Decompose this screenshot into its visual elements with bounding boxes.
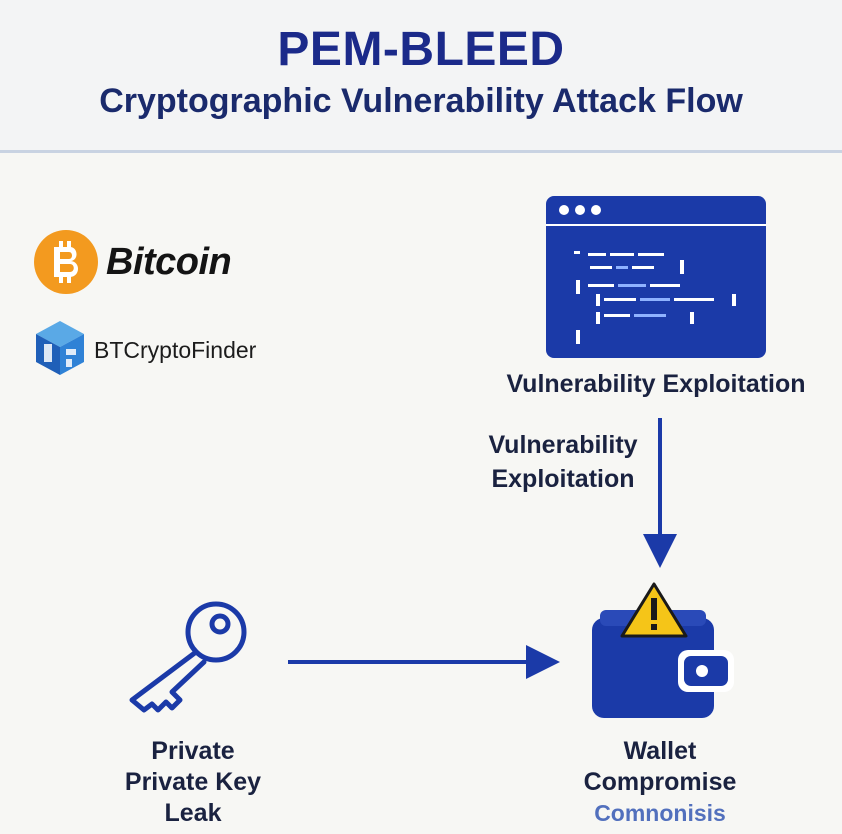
exploit-node-label: Vulnerability Exploitation xyxy=(506,370,806,398)
key-icon xyxy=(120,596,260,716)
key-node-label: Private Private Key Leak xyxy=(98,736,288,829)
btcryptofinder-logo: BTCryptoFinder xyxy=(34,318,256,382)
exploit-edge-label: Vulnerability Exploitation xyxy=(466,428,660,496)
wallet-label-line2: Compromise xyxy=(583,768,737,796)
header: PEM-BLEED Cryptographic Vulnerability At… xyxy=(0,0,842,150)
page-subtitle: Cryptographic Vulnerability Attack Flow xyxy=(99,82,743,120)
cube-logo-icon xyxy=(34,319,86,382)
exploit-edge-label-line2: Exploitation xyxy=(491,465,635,493)
key-label-line2: Private Key xyxy=(124,768,262,796)
wallet-label-line1: Wallet xyxy=(623,737,697,765)
bitcoin-wordmark: Bitcoin xyxy=(106,240,232,283)
exploit-edge-label-line1: Vulnerability xyxy=(488,431,638,459)
page-title: PEM-BLEED xyxy=(277,23,565,76)
bitcoin-icon xyxy=(34,230,98,294)
key-label-line3: Leak xyxy=(164,799,222,827)
code-window-icon xyxy=(546,196,766,358)
bitcoin-logo: Bitcoin xyxy=(34,228,232,296)
header-divider xyxy=(0,150,842,153)
arrow-key-to-wallet xyxy=(288,645,560,679)
wallet-node-label: Wallet Compromise Comnonisis xyxy=(560,736,760,829)
btcryptofinder-wordmark: BTCryptoFinder xyxy=(94,336,257,363)
key-label-line1: Private xyxy=(151,737,235,765)
wallet-warning-icon xyxy=(586,582,742,722)
wallet-label-line3: Comnonisis xyxy=(594,800,726,826)
arrow-exploit-to-wallet xyxy=(643,418,677,568)
warning-triangle-icon xyxy=(620,582,688,638)
